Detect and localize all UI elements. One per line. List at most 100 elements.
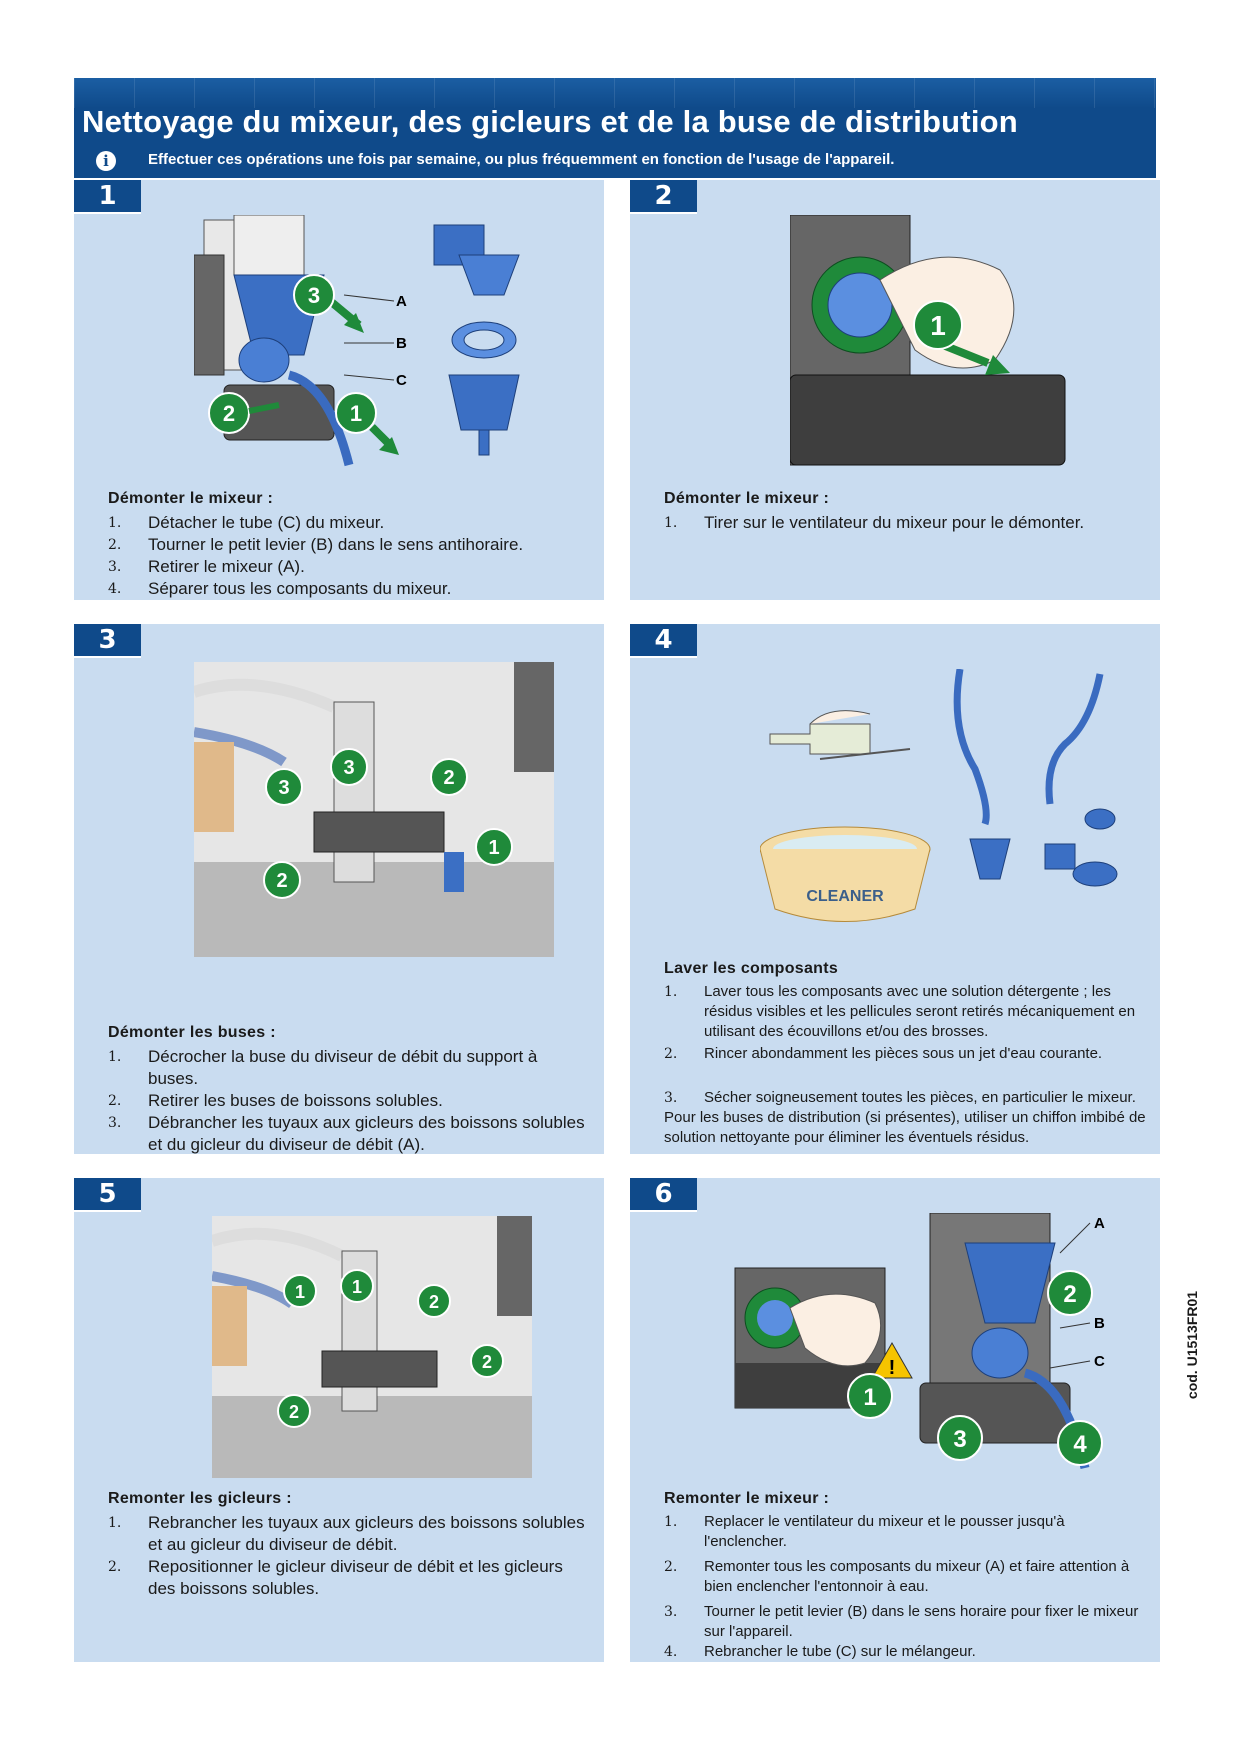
step-text: Tourner le petit levier (B) dans le sens… <box>148 535 524 554</box>
step-text: Replacer le ventilateur du mixeur et le … <box>704 1513 1065 1550</box>
marker-1: 1 <box>352 1277 362 1297</box>
marker-1: 1 <box>863 1384 876 1411</box>
step-text: Décrocher la buse du diviseur de débit d… <box>148 1047 538 1088</box>
list-item: 2. Repositionner le gicleur diviseur de d… <box>108 1556 588 1600</box>
step-text: Retirer les buses de boissons solubles. <box>148 1091 443 1110</box>
document-code: cod. U1513FR01 <box>1180 1290 1204 1400</box>
step-number: 2. <box>664 1559 678 1575</box>
page-header: Nettoyage du mixeur, des gicleurs et de … <box>74 78 1156 178</box>
marker-2: 2 <box>429 1292 439 1312</box>
step-number: 1. <box>664 984 678 1000</box>
step-number: 1. <box>108 1515 122 1531</box>
panel-number: 3 <box>74 624 141 658</box>
step-number: 2. <box>108 537 122 553</box>
marker-4: 4 <box>1073 1431 1087 1458</box>
panel-5: 5 1 1 2 2 2 Remonter les gicleurs : 1.Re… <box>74 1178 604 1662</box>
step-list: 1. Rebrancher les tuyaux aux gicleurs des… <box>108 1512 588 1600</box>
marker-2: 2 <box>1063 1281 1076 1308</box>
step-text: Laver tous les composants avec une solut… <box>704 983 1136 1040</box>
nozzle-removal-illustration: 3 3 2 2 1 <box>194 662 554 957</box>
bowl-label: CLEANER <box>806 888 884 905</box>
step-heading: Remonter les gicleurs : <box>108 1490 292 1507</box>
panel-number: 1 <box>74 180 141 214</box>
panel-1: 1 A B C 3 2 1 Démonter le mixeur : 1.Dét… <box>74 180 604 600</box>
extra-note: Pour les buses de distribution (si prése… <box>664 1109 1146 1146</box>
list-item: 2. Remonter tous les composants du mixeur… <box>664 1557 1150 1597</box>
step-text: Tirer sur le ventilateur du mixeur pour … <box>704 513 1085 532</box>
marker-2: 2 <box>289 1402 299 1422</box>
panel-2: 2 1 Démonter le mixeur : 1. Tirer sur le … <box>630 180 1160 600</box>
marker-1: 1 <box>350 401 362 426</box>
info-icon: i <box>96 151 116 171</box>
warning-icon: ! <box>889 1357 896 1379</box>
list-item: 3.Sécher soigneusement toutes les pièces… <box>664 1088 1150 1108</box>
list-item: 1. Décrocher la buse du diviseur de débit… <box>108 1046 588 1090</box>
marker-3: 3 <box>343 757 354 779</box>
list-item: 3. Tourner le petit levier (B) dans le se… <box>664 1602 1150 1642</box>
panel-4: 4 CLEANER Laver les composants 1. Laver t… <box>630 624 1160 1154</box>
marker-2: 2 <box>443 767 454 789</box>
list-item: 1.Détacher le tube (C) du mixeur. <box>108 512 588 534</box>
step-text: Rebrancher les tuyaux aux gicleurs des b… <box>148 1513 585 1554</box>
fan-removal-illustration: 1 <box>790 215 1066 466</box>
marker-1: 1 <box>295 1282 305 1302</box>
step-text: Rincer abondamment les pièces sous un je… <box>704 1045 1103 1062</box>
marker-2: 2 <box>482 1352 492 1372</box>
list-item: 2. Tourner le petit levier (B) dans le se… <box>108 534 588 556</box>
list-item: 1. Rebrancher les tuyaux aux gicleurs des… <box>108 1512 588 1556</box>
step-list: 1. Laver tous les composants avec une sol… <box>664 982 1150 1108</box>
label-a: A <box>1094 1215 1105 1232</box>
marker-3: 3 <box>278 777 289 799</box>
step-list: 1. Tirer sur le ventilateur du mixeur pou… <box>664 512 1144 534</box>
list-item: 4. Rebrancher le tube (C) sur le mélangeu… <box>664 1642 1150 1662</box>
marker-2: 2 <box>276 870 287 892</box>
step-number: 4. <box>108 581 122 597</box>
step-heading: Laver les composants <box>664 960 839 977</box>
step-number: 2. <box>108 1559 122 1575</box>
document-code-text: cod. U1513FR01 <box>1184 1290 1200 1400</box>
list-item: 4. Séparer tous les composants du mixeur. <box>108 578 588 600</box>
step-number: 3. <box>108 1115 122 1131</box>
step-text: Repositionner le gicleur diviseur de déb… <box>148 1557 563 1598</box>
marker-3: 3 <box>308 283 320 308</box>
panel-number: 6 <box>630 1178 697 1212</box>
step-number: 3. <box>664 1604 678 1620</box>
marker-1: 1 <box>930 310 946 341</box>
list-item: 2.Retirer les buses de boissons solubles… <box>108 1090 588 1112</box>
list-item: 1.Replacer le ventilateur du mixeur et l… <box>664 1512 1150 1552</box>
label-c: C <box>1094 1353 1105 1370</box>
step-text: Sécher soigneusement toutes les pièces, … <box>704 1089 1136 1106</box>
step-number: 1. <box>108 1049 122 1065</box>
step-number: 4. <box>664 1644 678 1660</box>
panel-number: 2 <box>630 180 697 214</box>
step-number: 1. <box>664 515 678 531</box>
label-b: B <box>396 335 407 352</box>
label-a: A <box>396 293 407 310</box>
step-text: Remonter tous les composants du mixeur (… <box>704 1558 1130 1595</box>
marker-3: 3 <box>953 1426 966 1453</box>
step-text: Tourner le petit levier (B) dans le sens… <box>704 1603 1139 1640</box>
step-text: Retirer le mixeur (A). <box>148 557 305 576</box>
step-heading: Démonter les buses : <box>108 1024 276 1041</box>
panel-3: 3 3 3 2 2 1 Démonter les buses : 1. Décro… <box>74 624 604 1154</box>
step-heading: Remonter le mixeur : <box>664 1490 830 1507</box>
step-text: Séparer tous les composants du mixeur. <box>148 579 452 598</box>
step-list: 1. Décrocher la buse du diviseur de débit… <box>108 1046 588 1156</box>
marker-2: 2 <box>223 401 235 426</box>
label-b: B <box>1094 1315 1105 1332</box>
mixer-removal-illustration: A B C 3 2 1 <box>194 215 520 467</box>
mixer-refit-illustration: ! A B C 1 2 3 4 <box>734 1213 1105 1470</box>
list-item: 2.Rincer abondamment les pièces sous un … <box>664 1044 1150 1064</box>
nozzle-refit-illustration: 1 1 2 2 2 <box>212 1216 532 1478</box>
step-heading: Démonter le mixeur : <box>664 490 830 507</box>
step-text: Rebrancher le tube (C) sur le mélangeur. <box>704 1643 976 1660</box>
step-number: 3. <box>108 559 122 575</box>
list-item: 1. Tirer sur le ventilateur du mixeur pou… <box>664 512 1144 534</box>
list-item: 3. Débrancher les tuyaux aux gicleurs des… <box>108 1112 588 1156</box>
step-text: Débrancher les tuyaux aux gicleurs des b… <box>148 1113 585 1154</box>
step-heading: Démonter le mixeur : <box>108 490 274 507</box>
step-list: 1.Replacer le ventilateur du mixeur et l… <box>664 1512 1150 1662</box>
washing-illustration: CLEANER <box>760 669 1118 922</box>
panel-6: 6 ! A B C 1 2 3 4 Remonter le mixeur : 1… <box>630 1178 1160 1662</box>
panel-number: 4 <box>630 624 697 658</box>
